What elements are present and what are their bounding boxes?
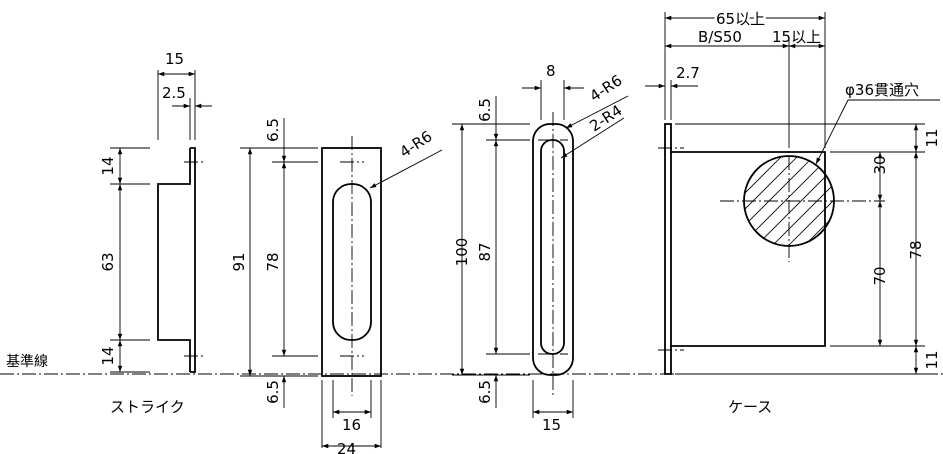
baseline-label: 基準線 <box>6 353 48 370</box>
strike-view-name: ストライク <box>110 398 185 416</box>
case-view-name: ケース <box>728 398 772 416</box>
front-plate-height-label: 100 <box>453 238 471 267</box>
case-rear-label: 15以上 <box>772 28 821 46</box>
strike-recess-label: 63 <box>99 252 117 271</box>
case-depth-label: 65以上 <box>716 10 765 28</box>
strike-front-slot-width-label: 16 <box>342 416 361 434</box>
strike-bottom-step-label: 14 <box>99 346 117 365</box>
case-backset-label: B/S50 <box>698 28 742 46</box>
case-top-offset-label: 11 <box>923 128 941 147</box>
case-top-to-hole-label: 30 <box>871 155 889 174</box>
hole-hatching <box>744 156 834 246</box>
strike-width-label: 15 <box>165 50 184 68</box>
strike-side-view: 15 2.5 14 63 14 ストライク <box>99 50 212 416</box>
front-plate-view: 8 4-R6 2-R4 100 87 6.5 6.5 15 <box>452 62 629 434</box>
case-height-label: 78 <box>907 240 925 259</box>
front-plate-pitch-label: 87 <box>476 242 494 261</box>
front-plate-width-label: 15 <box>542 416 561 434</box>
strike-front-plate-width-label: 24 <box>337 440 356 454</box>
strike-top-step-label: 14 <box>99 156 117 175</box>
front-plate-top-margin-label: 6.5 <box>476 98 494 122</box>
strike-front-bottom-margin-label: 6.5 <box>264 380 282 404</box>
strike-front-top-margin-label: 6.5 <box>264 118 282 142</box>
case-body <box>664 123 826 375</box>
strike-front-view: 91 78 6.5 6.5 4-R6 16 24 <box>230 118 443 454</box>
strike-front-height-label: 91 <box>230 252 248 271</box>
case-bottom-offset-label: 11 <box>923 350 941 369</box>
case-face-thickness-label: 2.7 <box>676 64 700 82</box>
strike-front-pitch-label: 78 <box>264 252 282 271</box>
front-plate-slot <box>540 139 565 355</box>
case-hole-label: φ36貫通穴 <box>845 81 919 99</box>
case-view: 65以上 B/S50 15以上 2.7 φ36貫通穴 30 70 78 11 1… <box>645 8 941 416</box>
strike-plate <box>321 147 382 377</box>
front-plate-inner-radius-label: 2-R4 <box>586 101 625 135</box>
case-hole-to-base-label: 70 <box>871 266 889 285</box>
strike-profile <box>157 147 196 373</box>
front-plate-bottom-margin-label: 6.5 <box>476 380 494 404</box>
strike-thickness-label: 2.5 <box>162 84 186 102</box>
front-plate-slot-width-label: 8 <box>546 62 556 80</box>
